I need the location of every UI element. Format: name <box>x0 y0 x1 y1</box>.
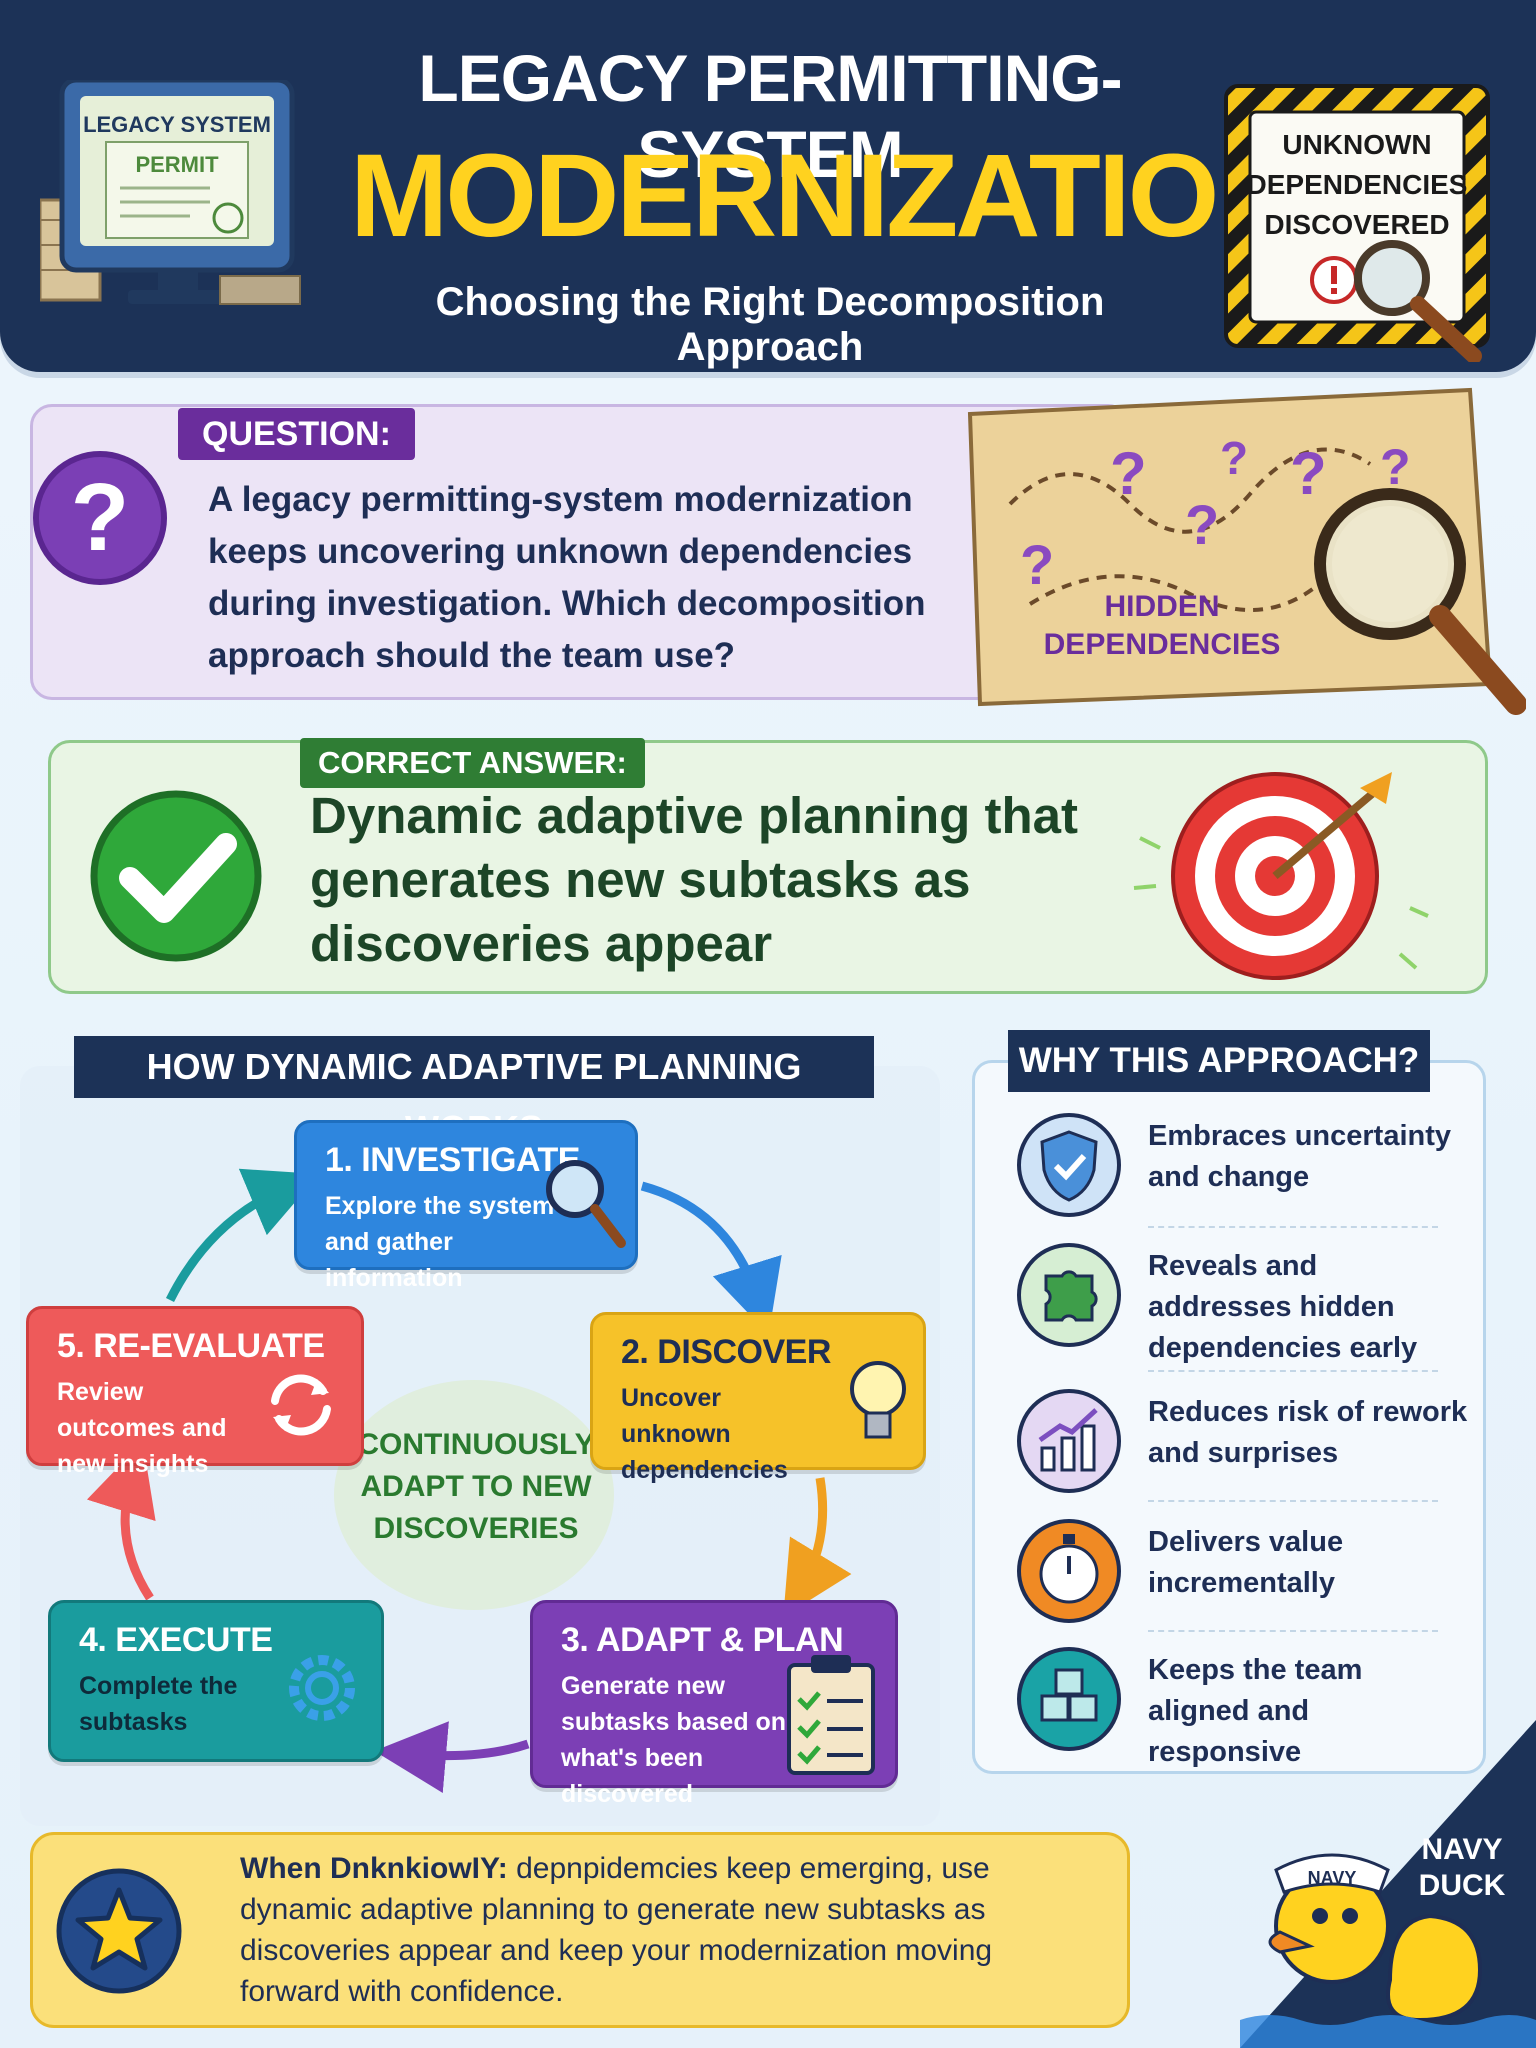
warning-line-3: DISCOVERED <box>1264 209 1449 240</box>
duck-label: NAVY DUCK <box>1402 1832 1522 1904</box>
cycle-arrows <box>86 1168 852 1793</box>
question-tag: QUESTION: <box>178 408 415 460</box>
star-icon <box>56 1868 182 1994</box>
step-title: 5. RE-EVALUATE <box>57 1327 325 1365</box>
warning-line-2: DEPENDENCIES <box>1247 169 1468 200</box>
title-line-2: MODERNIZATION <box>350 130 1302 262</box>
tip-lead: When DnknkiowIY: <box>240 1852 508 1885</box>
step-title: 1. INVESTIGATE <box>325 1141 580 1179</box>
legacy-monitor-icon: LEGACY SYSTEM PERMIT <box>40 80 301 305</box>
navy-duck-mascot: NAVY <box>1240 1720 1536 2048</box>
step-desc: Explore the system and gather informatio… <box>325 1192 555 1292</box>
divider <box>1148 1500 1438 1502</box>
monitor-label: LEGACY SYSTEM <box>83 112 271 137</box>
how-banner: HOW DYNAMIC ADAPTIVE PLANNING WORKS <box>74 1036 874 1149</box>
svg-text:?: ? <box>1220 432 1248 484</box>
question-mark-icon: ? <box>33 451 167 585</box>
tip-body: depnpidemcies keep emerging, use dynamic… <box>240 1852 993 2008</box>
why-text: Reveals and addresses hidden dependencie… <box>1148 1250 1418 1364</box>
step-re-evaluate: 5. RE-EVALUATE Review outcomes and new i… <box>26 1306 364 1478</box>
answer-tag: CORRECT ANSWER: <box>300 738 645 788</box>
duck-label-2: DUCK <box>1418 1869 1506 1902</box>
step-desc: Review outcomes and new insights <box>57 1378 227 1478</box>
why-text: Keeps the team aligned and responsive <box>1148 1654 1363 1768</box>
warning-line-1: UNKNOWN <box>1282 129 1431 160</box>
step-desc: Generate new subtasks based on what's be… <box>561 1672 787 1808</box>
why-text: Embraces uncertainty and change <box>1148 1120 1452 1193</box>
step-investigate: 1. INVESTIGATE Explore the system and ga… <box>294 1120 638 1292</box>
refresh-icon <box>271 1374 331 1436</box>
map-label-2: DEPENDENCIES <box>1044 628 1281 661</box>
why-text: Delivers value incrementally <box>1148 1526 1344 1599</box>
step-discover: 2. DISCOVER Uncover unknown dependencies <box>590 1312 926 1484</box>
subtitle: Choosing the Right Decomposition Approac… <box>435 280 1105 369</box>
lightbulb-icon <box>850 1361 906 1439</box>
monitor-permit: PERMIT <box>135 152 219 177</box>
center-text: CONTINUOUSLY ADAPT TO NEW DISCOVERIES <box>357 1428 595 1545</box>
svg-text:?: ? <box>71 464 130 571</box>
why-text: Reduces risk of rework and surprises <box>1148 1396 1468 1469</box>
hidden-dependencies-map-icon: ? ? ? ? ? ? HIDDEN DEPENDENCIES <box>967 387 1526 715</box>
puzzle-icon <box>1017 1243 1121 1347</box>
duck-label-1: NAVY <box>1421 1833 1503 1866</box>
magnifier-icon <box>546 1160 626 1248</box>
step-execute: 4. EXECUTE Complete the subtasks <box>48 1600 384 1762</box>
checkmark-icon <box>90 790 262 962</box>
step-adapt-plan: 3. ADAPT & PLAN Generate new subtasks ba… <box>530 1600 898 1808</box>
divider <box>1148 1370 1438 1372</box>
svg-text:?: ? <box>1185 493 1219 556</box>
chart-icon <box>1017 1389 1121 1493</box>
divider <box>1148 1630 1438 1632</box>
tip-text: When DnknkiowIY: depnpidemcies keep emer… <box>240 1848 1100 2012</box>
svg-text:?: ? <box>1290 440 1327 507</box>
clipboard-icon <box>787 1655 875 1775</box>
step-title: 4. EXECUTE <box>79 1621 273 1659</box>
center-glow <box>334 1380 614 1610</box>
tip-card <box>30 1832 1130 2028</box>
gear-icon <box>289 1655 355 1721</box>
step-title: 3. ADAPT & PLAN <box>561 1621 844 1659</box>
svg-text:?: ? <box>1380 439 1411 495</box>
target-icon <box>1133 772 1429 980</box>
shield-icon <box>1017 1113 1121 1217</box>
map-label-1: HIDDEN <box>1104 590 1219 623</box>
title-line-1: LEGACY PERMITTING-SYSTEM <box>418 41 1122 191</box>
step-title: 2. DISCOVER <box>621 1333 831 1371</box>
step-desc: Uncover unknown dependencies <box>621 1384 788 1484</box>
question-text: A legacy permitting-system modernization… <box>208 480 926 675</box>
stopwatch-icon <box>1017 1519 1121 1623</box>
duck-hat-text: NAVY <box>1308 1868 1357 1888</box>
why-banner: WHY THIS APPROACH? <box>1008 1030 1430 1092</box>
divider <box>1148 1226 1438 1228</box>
answer-text: Dynamic adaptive planning that generates… <box>310 787 1078 972</box>
step-desc: Complete the subtasks <box>79 1672 238 1736</box>
cubes-icon <box>1017 1647 1121 1751</box>
svg-text:?: ? <box>1110 440 1147 507</box>
warning-sign-icon: UNKNOWN DEPENDENCIES DISCOVERED <box>1224 84 1490 362</box>
svg-text:?: ? <box>1020 533 1054 596</box>
